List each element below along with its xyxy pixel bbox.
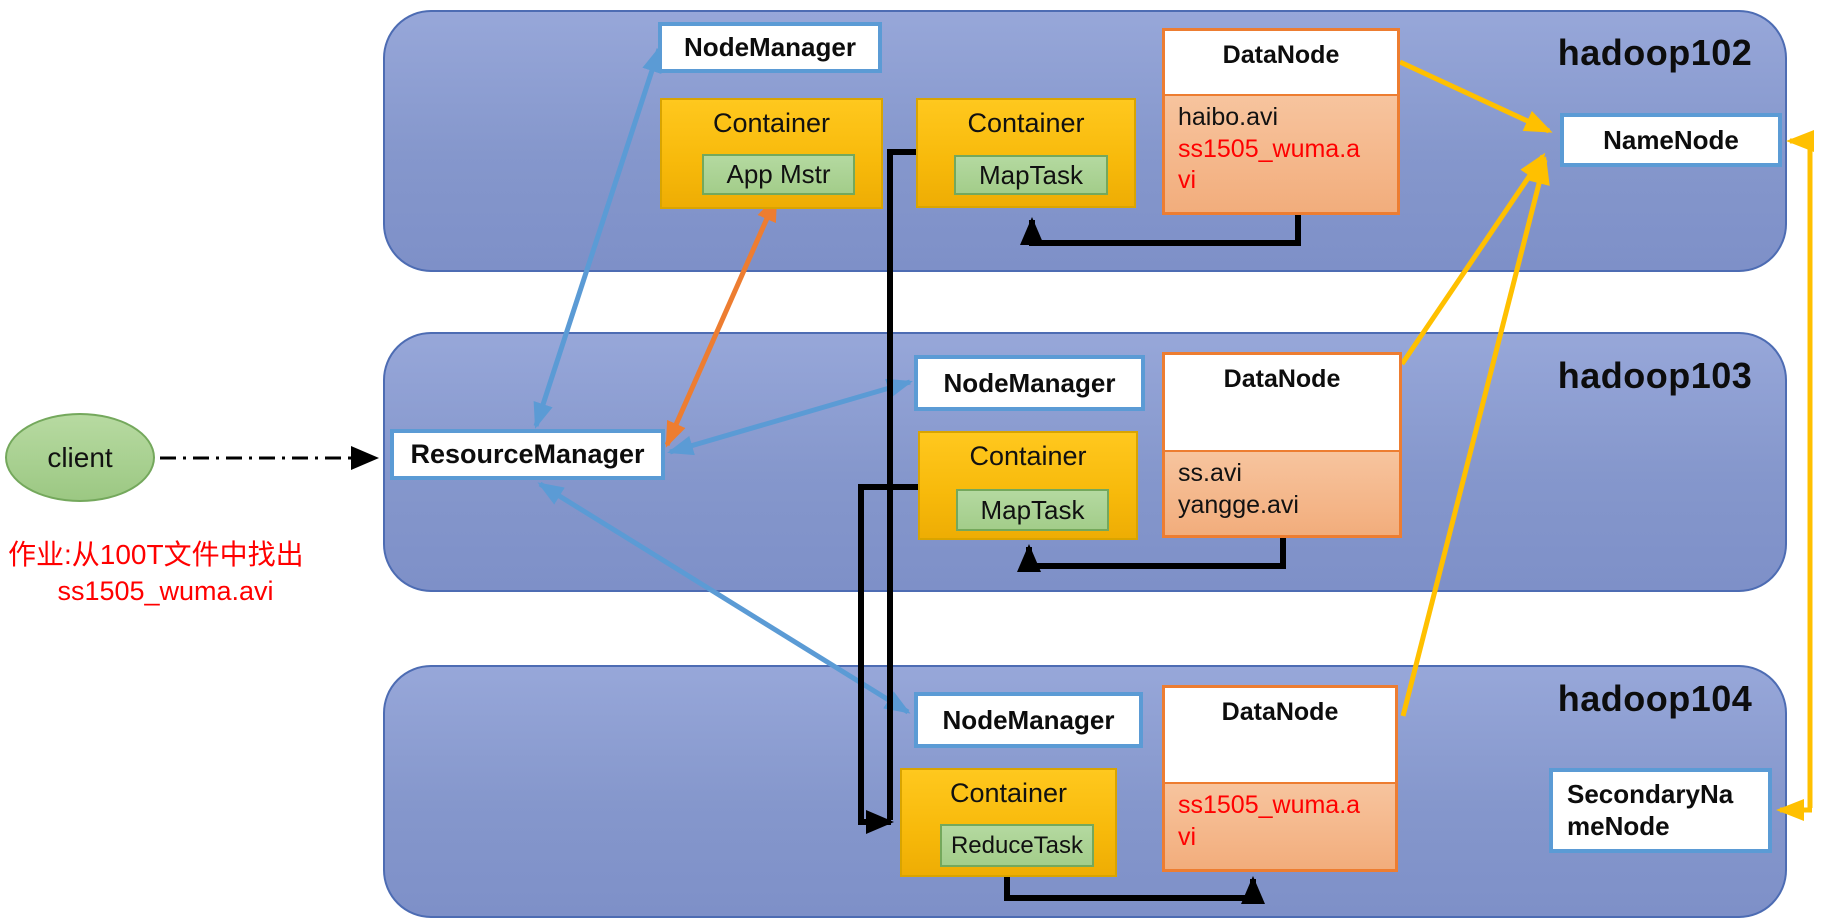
data-node-hadoop103: DataNode ss.avi yangge.avi [1162,352,1402,538]
data-node-label: DataNode [1221,698,1339,726]
node-manager-hadoop102: NodeManager [658,22,882,73]
container-label: Container [949,778,1068,808]
host-title-hadoop103: hadoop103 [1557,355,1753,396]
node-manager-hadoop103: NodeManager [914,355,1145,411]
data-node-files: ss1505_wuma.avi [1165,782,1395,869]
secondary-name-node: SecondaryNameNode [1549,768,1772,853]
container-appmaster-hadoop102: Container App Mstr [660,98,883,209]
secondary-name-node-label: SecondaryNameNode [1567,778,1734,841]
file-name-highlighted: ss1505_wuma.avi [1178,134,1361,195]
host-title-hadoop102: hadoop102 [1557,32,1753,73]
data-node-label: DataNode [1222,41,1340,69]
map-task-hadoop102: MapTask [954,155,1108,195]
data-node-hadoop102: DataNode haibo.avi ss1505_wuma.avi [1162,28,1400,215]
data-node-label: DataNode [1223,365,1341,393]
resource-manager: ResourceManager [390,429,665,480]
map-task-hadoop103: MapTask [956,489,1109,531]
job-note-line2: ss1505_wuma.avi [57,576,274,606]
container-maptask-hadoop102: Container MapTask [916,98,1136,208]
job-note-line1: 作业:从100T文件中找出 [8,539,304,570]
file-name-highlighted: ss1505_wuma.avi [1178,791,1361,851]
container-label: Container [712,108,831,138]
reduce-task-hadoop104: ReduceTask [940,824,1094,867]
app-master-task: App Mstr [702,154,855,195]
container-reducetask-hadoop104: Container ReduceTask [900,768,1117,877]
container-maptask-hadoop103: Container MapTask [918,431,1138,540]
container-label: Container [967,108,1085,138]
data-node-files: ss.avi yangge.avi [1165,450,1399,535]
file-name: ss.avi [1178,459,1242,487]
data-node-files: haibo.avi ss1505_wuma.avi [1165,94,1397,212]
container-label: Container [969,441,1087,471]
file-name: yangge.avi [1178,490,1299,519]
name-node: NameNode [1560,113,1782,167]
data-node-hadoop104: DataNode ss1505_wuma.avi [1162,685,1398,872]
host-title-hadoop104: hadoop104 [1557,678,1753,719]
node-manager-hadoop104: NodeManager [914,692,1143,748]
client-node: client [5,413,155,502]
file-name: haibo.avi [1178,103,1279,131]
job-note: 作业:从100T文件中找出 ss1505_wuma.avi [8,533,323,607]
